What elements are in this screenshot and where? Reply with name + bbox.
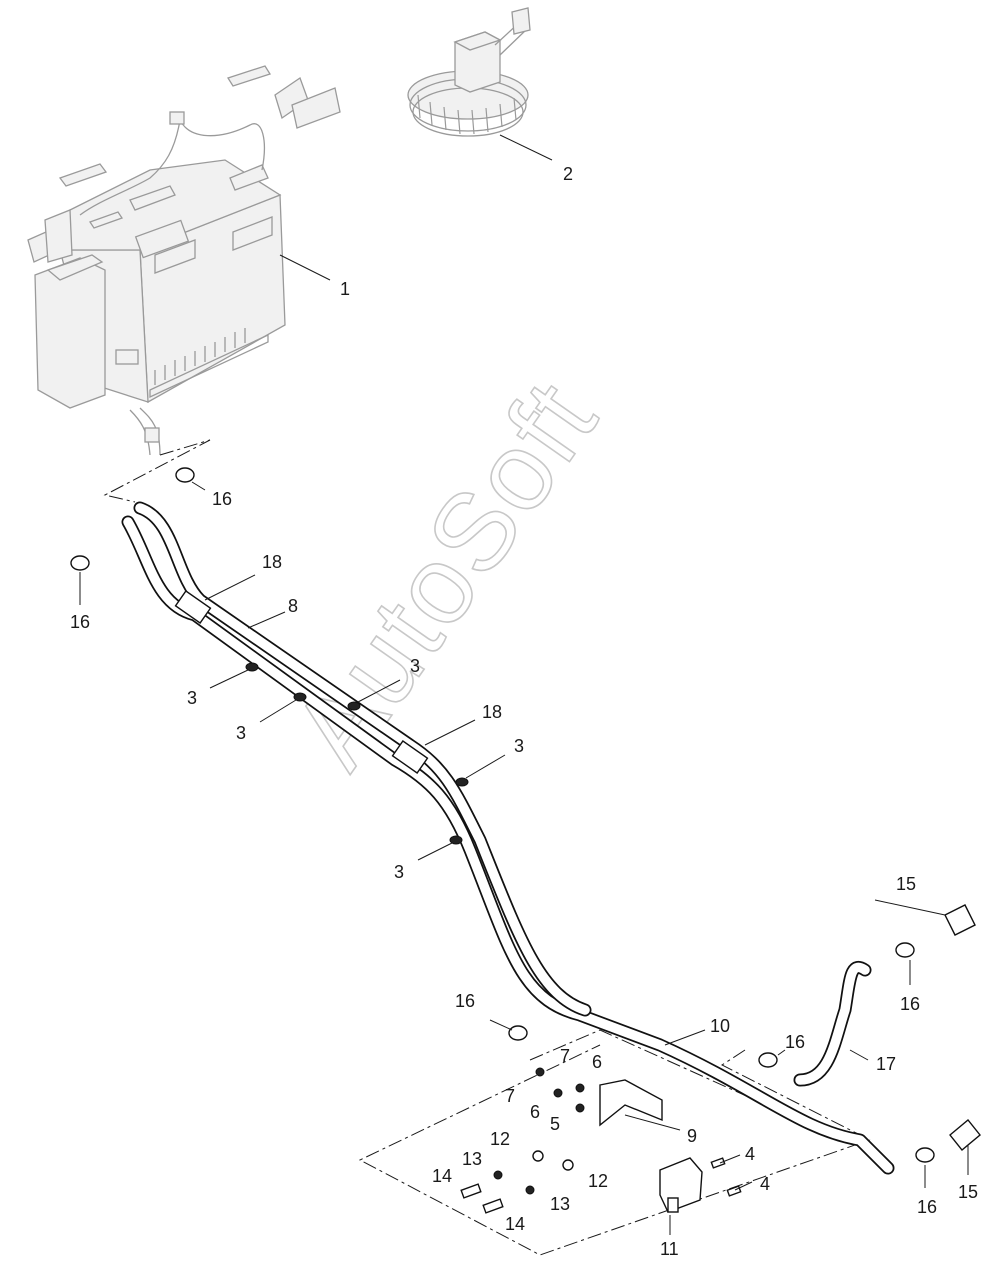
blower-fan (407, 7, 531, 137)
callout-15: 15 (958, 1182, 978, 1202)
callout-7: 7 (560, 1046, 570, 1066)
callout-3: 3 (514, 736, 524, 756)
callout-4: 4 (760, 1174, 770, 1194)
callout-3: 3 (394, 862, 404, 882)
guide-line-top (103, 439, 211, 503)
callout-3: 3 (236, 723, 246, 743)
callout-13: 13 (462, 1149, 482, 1169)
guide-line-hose17 (721, 1049, 871, 1141)
callout-6: 6 (530, 1102, 540, 1122)
small-parts (70, 467, 981, 1214)
callout-5: 5 (550, 1114, 560, 1134)
callout-10: 10 (710, 1016, 730, 1036)
callout-12: 12 (588, 1171, 608, 1191)
callout-1: 1 (340, 279, 350, 299)
callout-15: 15 (896, 874, 916, 894)
callout-14: 14 (432, 1166, 452, 1186)
callout-17: 17 (876, 1054, 896, 1074)
callout-14: 14 (505, 1214, 525, 1234)
callout-2: 2 (563, 164, 573, 184)
callout-16: 16 (212, 489, 232, 509)
callout-11: 11 (660, 1239, 679, 1259)
heater-unit (27, 65, 341, 456)
callout-18: 18 (482, 702, 502, 722)
callout-6: 6 (592, 1052, 602, 1072)
callout-16: 16 (785, 1032, 805, 1052)
callout-16: 16 (917, 1197, 937, 1217)
leader-lines (79, 134, 969, 1235)
watermark: AutoSoft (269, 359, 621, 788)
callout-3: 3 (187, 688, 197, 708)
callout-7: 7 (505, 1086, 515, 1106)
callout-18: 18 (262, 552, 282, 572)
callout-labels: 1 2 3 3 3 3 3 4 4 5 6 6 7 7 8 9 10 11 12… (70, 164, 978, 1259)
callout-12: 12 (490, 1129, 510, 1149)
guide-line-bracket (358, 1029, 857, 1256)
callout-16: 16 (900, 994, 920, 1014)
callout-4: 4 (745, 1144, 755, 1164)
callout-16: 16 (70, 612, 90, 632)
callout-8: 8 (288, 596, 298, 616)
hose-assembly (121, 501, 895, 1175)
callout-16: 16 (455, 991, 475, 1011)
callout-3: 3 (410, 656, 420, 676)
callout-13: 13 (550, 1194, 570, 1214)
callout-9: 9 (687, 1126, 697, 1146)
